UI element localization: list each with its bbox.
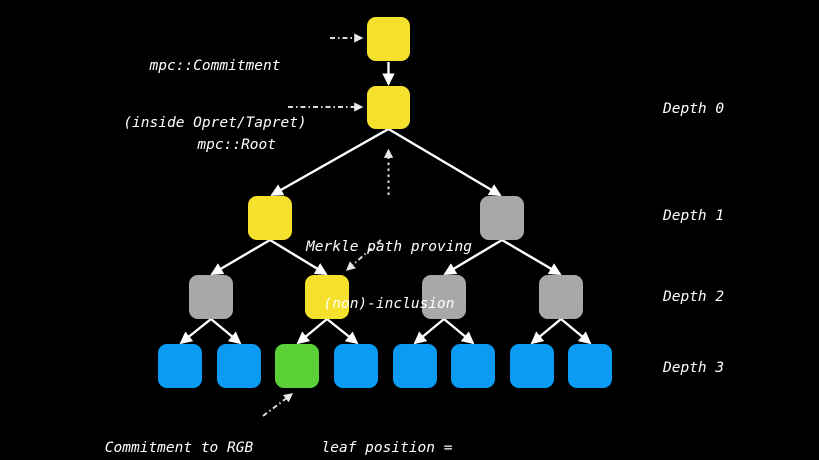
leader-merkle-down: [345, 239, 382, 271]
mpc-root-node[interactable]: [367, 86, 410, 129]
edge-d2-2-to-leaf-4: [413, 318, 445, 345]
depth2-node-0[interactable]: [189, 275, 233, 319]
depth1-node-1[interactable]: [480, 196, 524, 240]
edge-d2-1-to-leaf-2: [296, 318, 328, 345]
merkle-path-label-line1: Merkle path proving: [306, 239, 472, 255]
mpc-commitment-label-line2: (inside Opret/Tapret): [123, 115, 307, 131]
leaf-5[interactable]: [451, 344, 495, 388]
leaf-2[interactable]: [275, 344, 319, 388]
edge-root-to-d1-1: [387, 127, 502, 197]
edge-d2-3-to-leaf-6: [530, 318, 562, 345]
leaf-6[interactable]: [510, 344, 554, 388]
leaf-0[interactable]: [158, 344, 202, 388]
leaf-4[interactable]: [393, 344, 437, 388]
depth2-node-3[interactable]: [539, 275, 583, 319]
edge-d2-3-to-leaf-7: [560, 318, 592, 345]
depth2-node-1[interactable]: [305, 275, 349, 319]
edge-root-to-d1-0: [270, 127, 390, 197]
depth-label-3: Depth 3: [663, 360, 725, 376]
bundle-commitment-line1: Commitment to RGB: [104, 440, 254, 456]
leaf-7[interactable]: [568, 344, 612, 388]
edge-d1-1-to-d2-2: [443, 238, 503, 276]
edge-d2-2-to-leaf-5: [443, 318, 475, 345]
leaf-position-line1: leaf position =: [321, 440, 453, 456]
edge-d2-0-to-leaf-0: [179, 318, 212, 345]
edge-d1-0-to-d2-0: [210, 238, 271, 276]
mpc-commitment-label-line1: mpc::Commitment: [149, 58, 281, 74]
mpc-commitment-label: mpc::Commitment (inside Opret/Tapret): [110, 19, 320, 171]
edge-d2-0-to-leaf-1: [210, 318, 242, 345]
depth-label-2: Depth 2: [663, 289, 725, 305]
edge-d1-0-to-d2-1: [269, 238, 328, 276]
merkle-path-label: Merkle path proving (non)-inclusion: [292, 200, 486, 352]
mpc-commitment-node[interactable]: [367, 17, 410, 61]
depth-label-1: Depth 1: [663, 208, 725, 224]
mpc-root-label-text: mpc::Root: [197, 137, 276, 153]
bundle-commitment-label: Commitment to RGB contract’s BundleId: [90, 401, 268, 460]
leaf-3[interactable]: [334, 344, 378, 388]
depth-label-0: Depth 0: [663, 101, 725, 117]
leaf-1[interactable]: [217, 344, 261, 388]
merkle-path-label-line2: (non)-inclusion: [323, 296, 455, 312]
mpc-root-label: mpc::Root: [100, 98, 276, 193]
depth2-node-2[interactable]: [422, 275, 466, 319]
depth1-node-0[interactable]: [248, 196, 292, 240]
leaf-position-label: leaf position = ContractId mod 8: [300, 401, 474, 460]
edge-d2-1-to-leaf-3: [326, 318, 359, 345]
edge-d1-1-to-d2-3: [501, 238, 562, 276]
